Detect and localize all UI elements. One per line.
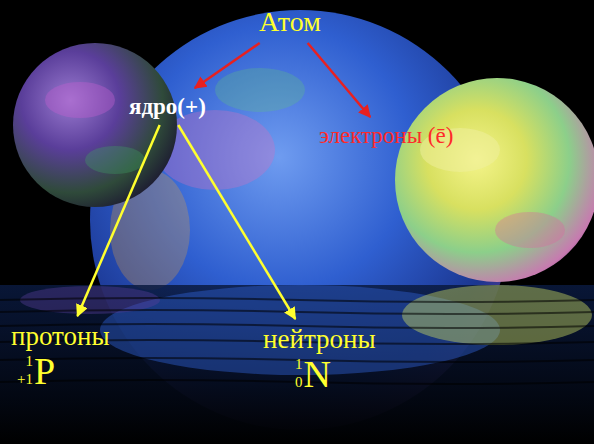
text-node: нейтроны10N: [260, 323, 379, 395]
atom-label: Атом: [259, 6, 321, 37]
neutron-label: нейтроны: [263, 325, 376, 355]
particle-symbol: P: [34, 352, 55, 390]
text-node: протоны1+1P: [8, 320, 113, 392]
nucleus-label: ядро(+): [129, 94, 206, 119]
particle-symbol: N: [304, 355, 331, 393]
arrow-connector: [308, 43, 370, 117]
text-node: ядро(+): [126, 92, 209, 122]
charge-number: 0: [295, 374, 303, 391]
nuclide-numbers: 1+1: [17, 353, 33, 388]
text-node: Атом: [256, 4, 324, 40]
arrow-connector: [195, 43, 260, 88]
electron-label: электроны (ē): [319, 123, 453, 148]
mass-number: 1: [295, 356, 303, 373]
arrow-connector: [178, 125, 295, 319]
nuclide-symbol: 10N: [295, 355, 376, 393]
proton-label: протоны: [11, 322, 110, 352]
charge-number: +1: [17, 371, 33, 388]
text-node: электроны (ē): [316, 121, 456, 151]
nuclide-symbol: 1+1P: [17, 352, 110, 390]
nuclide-numbers: 10: [295, 356, 303, 391]
arrow-connector: [77, 125, 159, 316]
mass-number: 1: [25, 353, 33, 370]
